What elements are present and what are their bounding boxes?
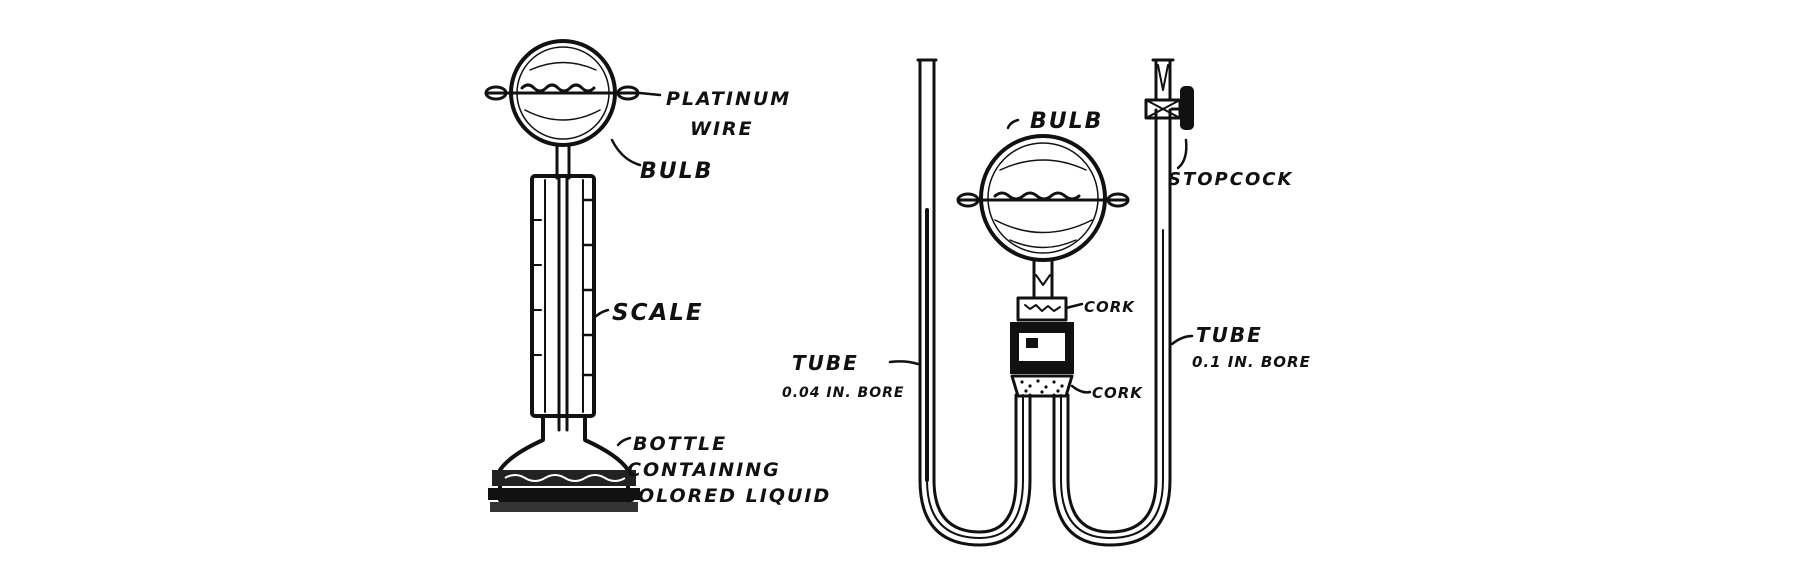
left-platinum-wire: [484, 83, 640, 101]
rubber-sleeve: [1010, 322, 1074, 374]
label-tube-right-line1: TUBE: [1196, 323, 1263, 347]
label-bottle-line1: BOTTLE: [633, 433, 727, 455]
left-bottle: [488, 414, 640, 512]
label-bottle-line2: CONTAINING: [627, 459, 781, 481]
right-apparatus: [888, 58, 1194, 547]
label-tube-right-line2: 0.1 IN. BORE: [1192, 353, 1311, 371]
label-scale: SCALE: [612, 300, 704, 326]
label-bottle-line3: COLORED LIQUID: [622, 485, 831, 507]
right-tube-right: [1151, 58, 1175, 102]
label-tube-left-line2: 0.04 IN. BORE: [782, 385, 904, 401]
right-platinum-wire: [956, 191, 1130, 208]
label-tube-left-line1: TUBE: [792, 351, 859, 375]
right-bulb: [979, 134, 1107, 262]
label-platinum-wire-line1: PLATINUM: [666, 88, 791, 110]
left-apparatus: [484, 39, 662, 512]
label-platinum-wire-line2: WIRE: [690, 118, 754, 140]
label-bulb-left: BULB: [640, 159, 713, 184]
label-stopcock: STOPCOCK: [1168, 169, 1293, 190]
label-cork-bottom: CORK: [1092, 384, 1143, 402]
right-tube-left: [916, 58, 938, 482]
label-cork-top: CORK: [1084, 298, 1135, 316]
stopcock: [1144, 86, 1194, 130]
scale-tick-marks: [533, 198, 594, 377]
left-scale-cylinder: [530, 174, 596, 432]
cork-bottom: [1010, 374, 1074, 398]
label-bulb-right: BULB: [1030, 109, 1103, 134]
cork-top: [1016, 296, 1068, 322]
